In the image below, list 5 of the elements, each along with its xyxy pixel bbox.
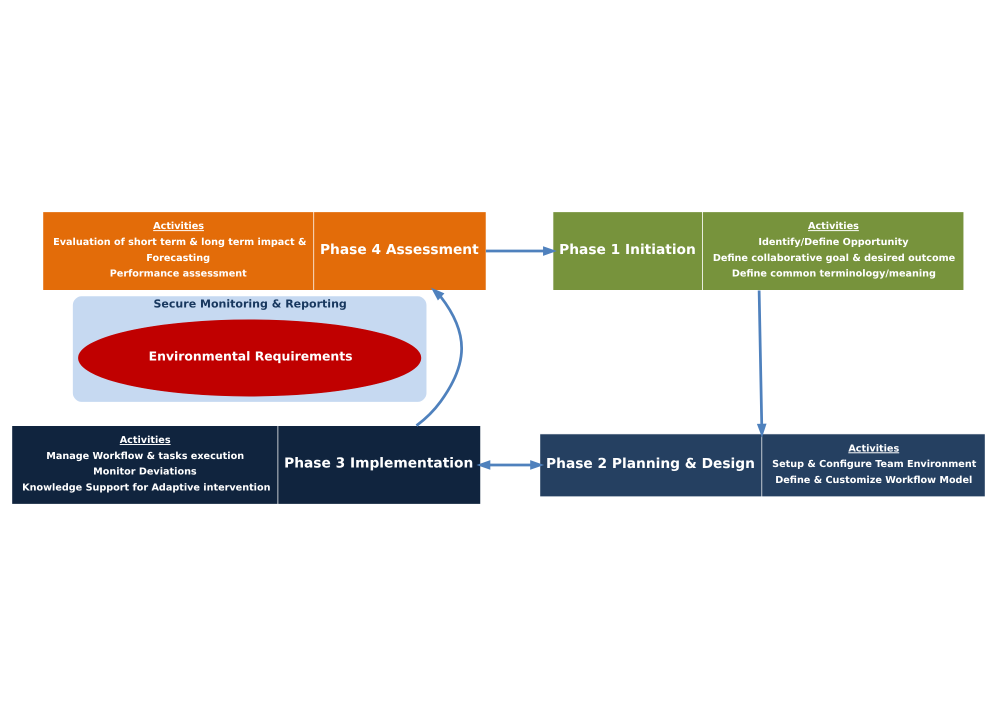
arrow: [486, 246, 557, 256]
arrow: [416, 287, 463, 426]
arrow: [756, 290, 767, 438]
node-ellipse: Environmental Requirements: [78, 319, 422, 396]
arrow: [476, 460, 544, 470]
